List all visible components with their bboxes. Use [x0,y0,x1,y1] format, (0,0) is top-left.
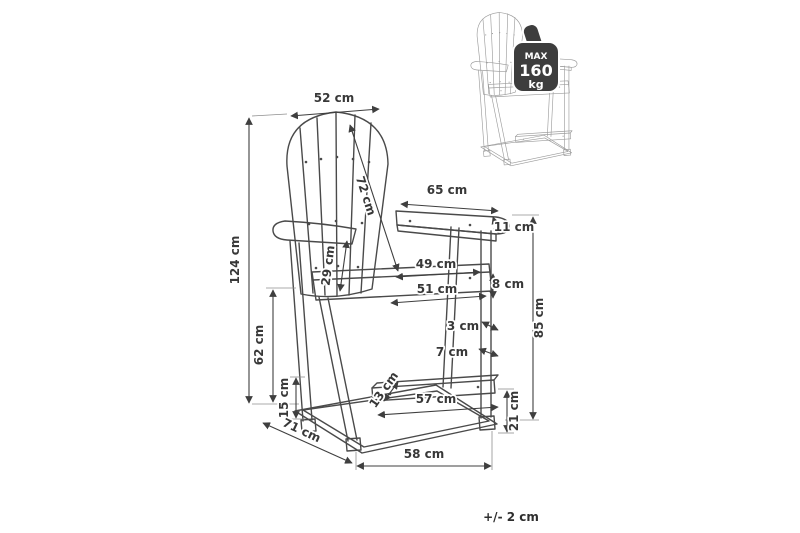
dim-seat-height-label: 62 cm [252,325,266,366]
dim-footrest-depth-arrow [383,381,399,402]
dim-footrest-height-label: 21 cm [507,391,521,432]
extension-lines [251,113,539,470]
dim-slat-gap-arrow [481,321,499,331]
dim-seat-width-rear-label: 49 cm [416,257,457,271]
dim-footrest-width-arrow [377,403,499,419]
dim-overall-height-label: 124 cm [228,236,242,285]
dim-slat-gap-label: 3 cm [447,319,479,333]
dim-seat-thickness-label: 8 cm [492,277,524,291]
dim-backrest-length-label: 72 cm [353,174,379,217]
dim-armrest-width-arrow [491,216,501,235]
dim-frame-thickness-arrow [478,347,499,358]
dim-backrest-length-arrow [348,124,400,272]
dim-seat-width-rear-arrow [395,268,481,281]
dim-footrest-width-label: 57 cm [416,392,457,406]
badge-weight-unit: kg [528,78,543,91]
max-load-badge: MAX 160 kg [512,23,560,93]
dim-seat-width-front-label: 51 cm [417,282,458,296]
dim-frame-thickness-label: 7 cm [436,345,468,359]
tolerance-note: +/- 2 cm [483,510,539,524]
dim-height-to-footrest-label: 85 cm [532,298,546,339]
dim-base-width-label: 58 cm [404,447,445,461]
dim-overall-depth-arrow [262,422,353,464]
chair-drawing [272,111,510,454]
dimension-labels: 52 cm 124 cm 62 cm 15 cm 71 cm 58 cm 57 … [226,89,548,463]
dim-top-width-label: 52 cm [314,91,355,105]
dim-foot-height-label: 15 cm [277,378,291,419]
badge-max-label: MAX [525,52,548,62]
dim-seat-width-front-arrow [390,292,487,307]
dimension-arrows [245,105,537,470]
dim-armrest-length-arrow [400,200,499,215]
dim-armrest-width-label: 11 cm [494,220,535,234]
dim-armrest-to-seat-label: 29 cm [319,245,338,287]
dim-armrest-length-label: 65 cm [427,183,468,197]
badge-board [512,41,560,93]
badge-weight-value: 160 [519,61,552,80]
dim-top-width-arrow [290,105,380,120]
dim-armrest-to-seat-arrow [337,240,350,292]
